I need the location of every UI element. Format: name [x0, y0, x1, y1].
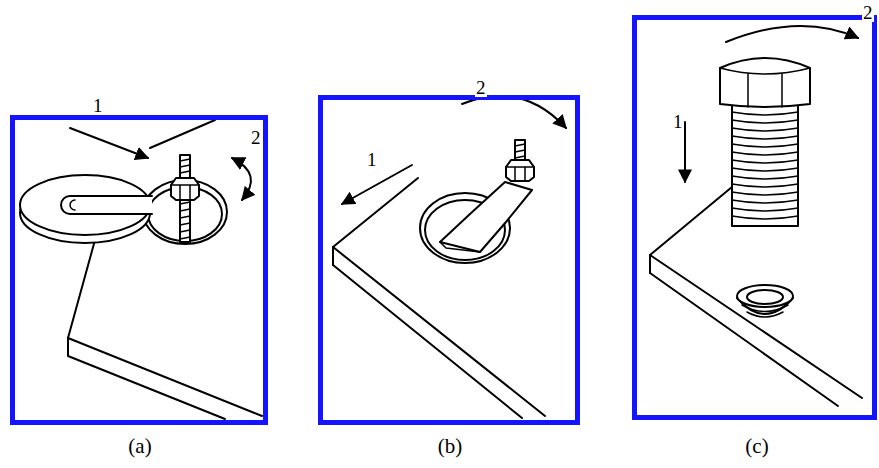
panel-caption: (b): [437, 436, 464, 457]
panel-caption: (a): [127, 436, 152, 457]
callout-number: 1: [92, 96, 104, 115]
figure-panel: 21(b): [318, 95, 580, 425]
callout-number: 2: [862, 3, 874, 22]
callout-number: 1: [366, 150, 378, 169]
callout-number: 2: [250, 128, 262, 147]
callout-number: 2: [475, 78, 487, 97]
figure-panel: 12(c): [632, 15, 877, 420]
callout-number: 1: [672, 112, 684, 131]
panel-caption: (c): [744, 436, 769, 457]
figure-panel: 12(a): [10, 115, 268, 425]
